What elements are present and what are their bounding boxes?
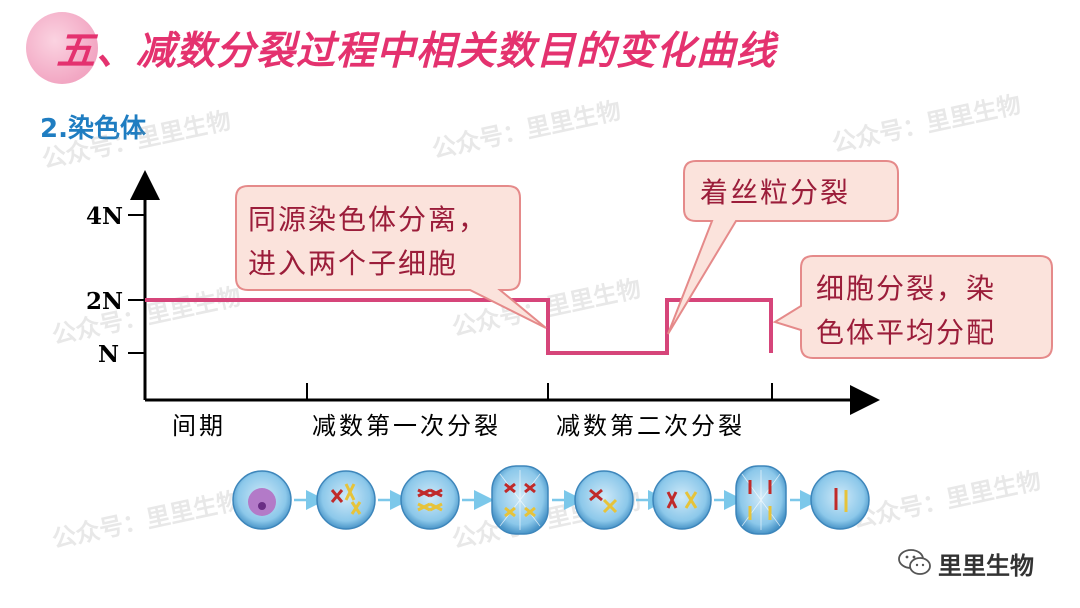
cell-4-anaphase-1 — [491, 465, 549, 535]
callout-division-line1: 细胞分裂，染 — [816, 272, 996, 305]
phase-meiosis-1: 减数第一次分裂 — [312, 412, 501, 440]
phase-interphase: 间期 — [172, 412, 226, 440]
title-decoration — [26, 12, 98, 84]
callout-cell-division — [772, 255, 1053, 359]
callout-division-line2: 色体平均分配 — [816, 316, 996, 349]
y-tick-4n: 4N — [86, 203, 123, 230]
cell-3-metaphase-1 — [400, 470, 460, 530]
brand-name: 里里生物 — [938, 552, 1034, 580]
cell-1-interphase — [232, 470, 292, 530]
callout-homolog-line1: 同源染色体分离， — [248, 203, 488, 236]
cell-7-anaphase-2 — [735, 465, 787, 535]
y-tick-n: N — [98, 341, 119, 368]
section-subtitle: 2.染色体 — [40, 114, 146, 144]
page-title: 五、减数分裂过程中相关数目的变化曲线 — [56, 29, 777, 74]
phase-meiosis-2: 减数第二次分裂 — [556, 412, 745, 440]
cell-8-daughter — [810, 470, 870, 530]
cell-2-prophase-1 — [316, 470, 376, 530]
callout-homolog-separation — [235, 185, 547, 329]
y-tick-2n: 2N — [86, 288, 123, 315]
callout-centromere-split — [667, 160, 899, 335]
cell-5-prophase-2 — [574, 470, 634, 530]
cell-6-metaphase-2 — [652, 470, 712, 530]
callout-homolog-line2: 进入两个子细胞 — [248, 247, 458, 280]
callout-centromere-text: 着丝粒分裂 — [700, 176, 850, 209]
wechat-icon — [898, 549, 931, 575]
chromosome-curve — [145, 298, 773, 355]
